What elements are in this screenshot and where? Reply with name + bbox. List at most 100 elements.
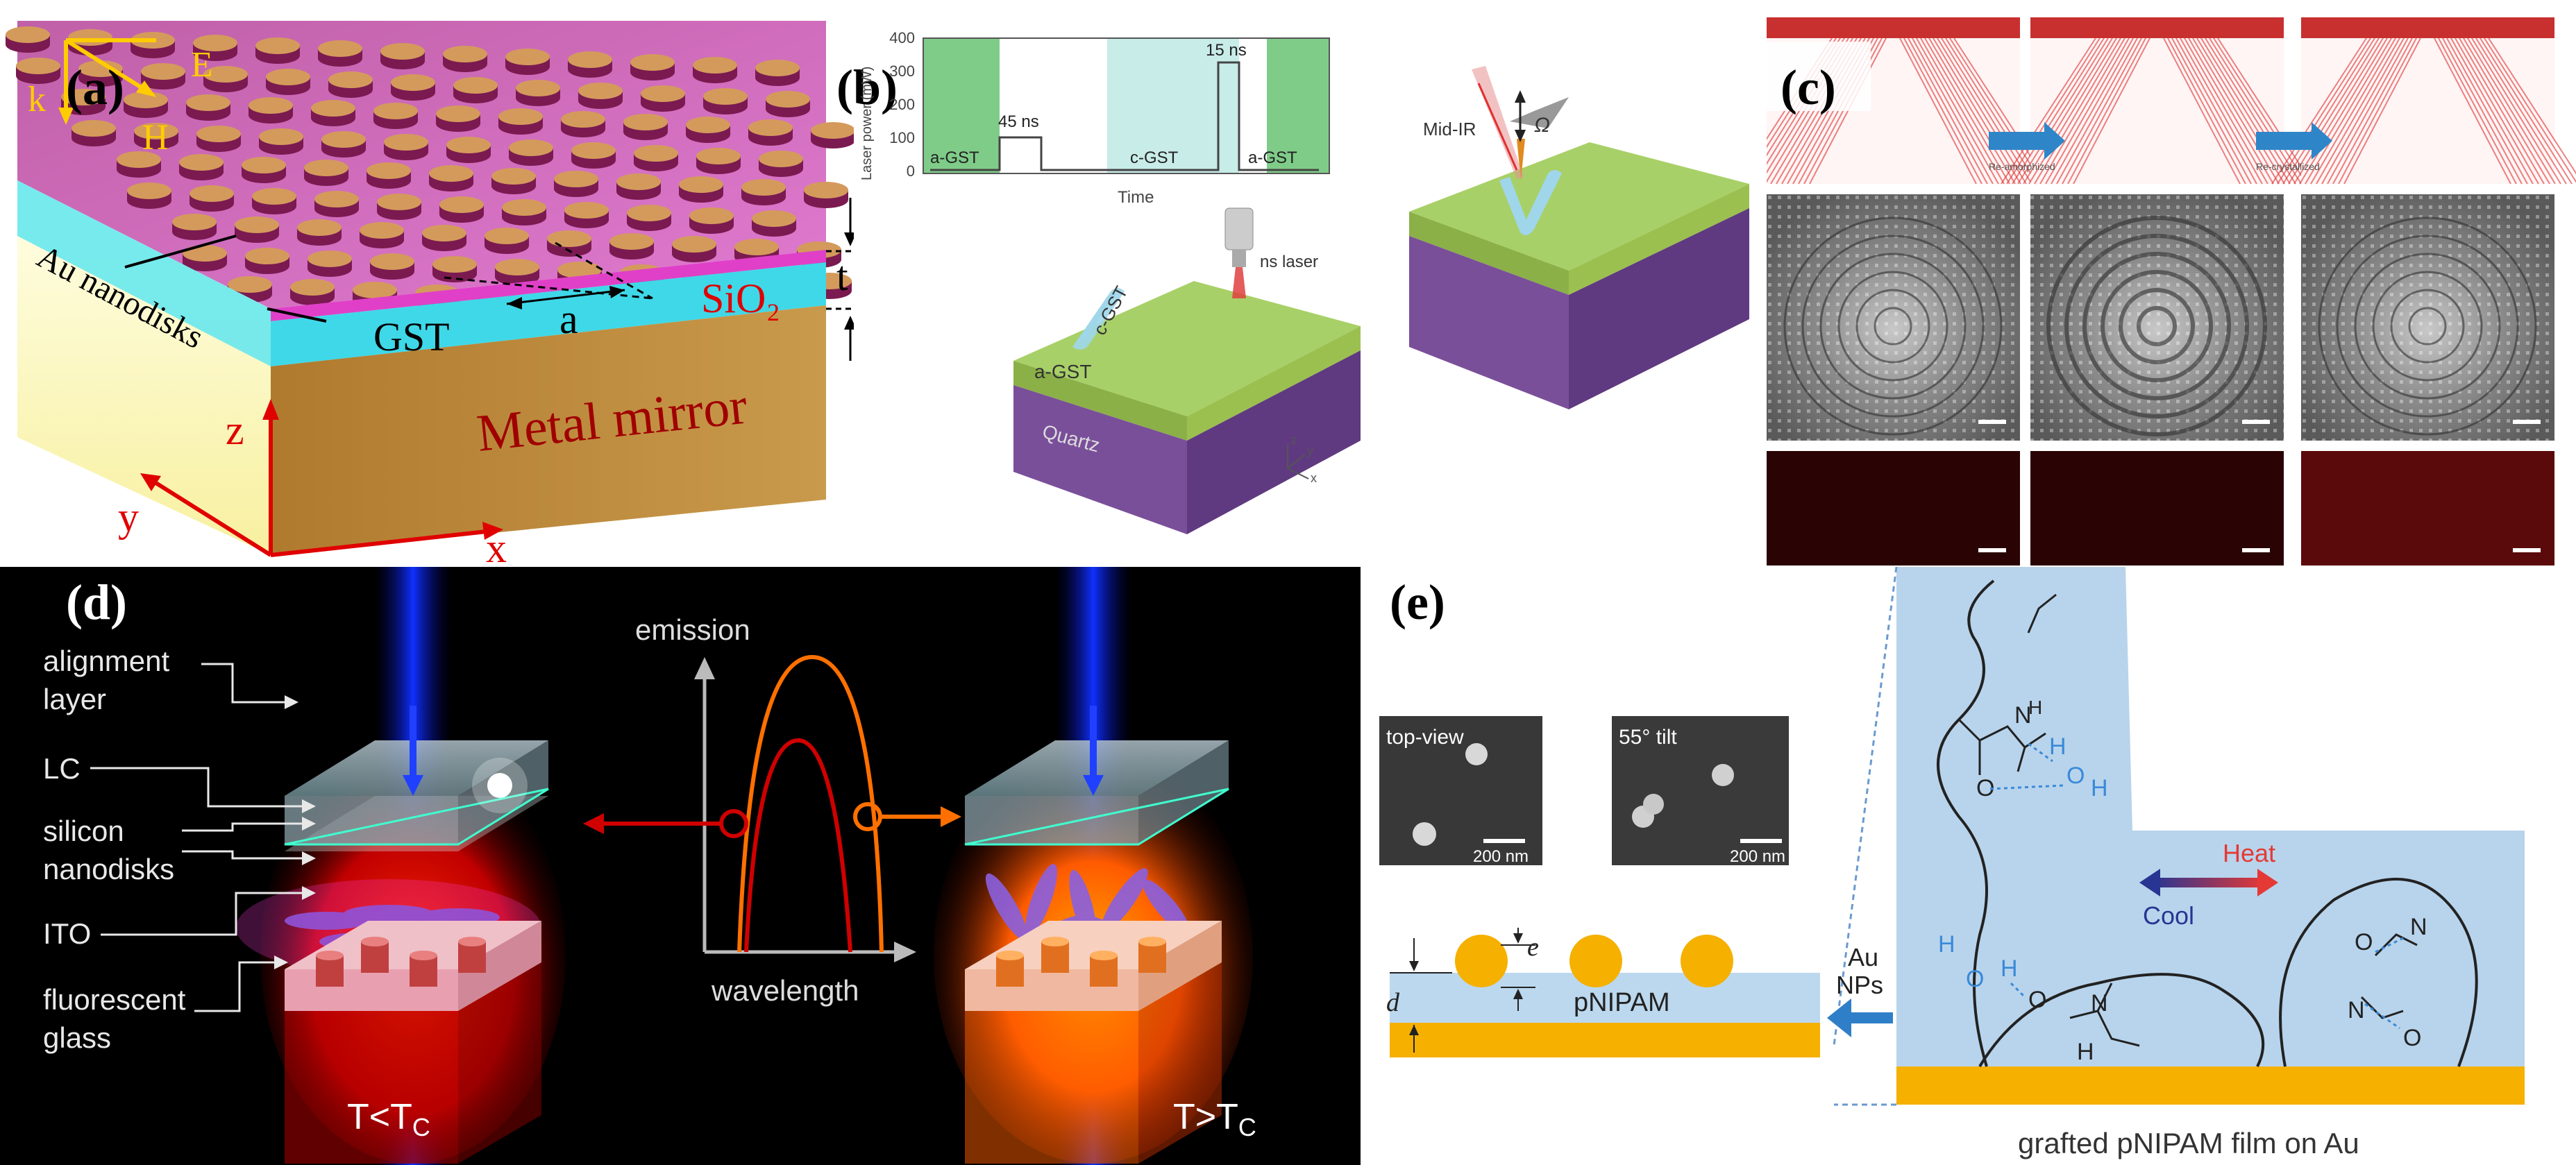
au-nanodisk bbox=[495, 259, 539, 275]
heat-cool-arrow bbox=[2153, 878, 2264, 887]
period-label: a bbox=[559, 296, 578, 342]
x-axis-label: x bbox=[486, 525, 507, 566]
au-nanodisk bbox=[703, 88, 748, 105]
svg-text:H: H bbox=[2001, 955, 2018, 982]
ytick-400: 400 bbox=[889, 29, 915, 46]
au-nanodisk bbox=[502, 199, 546, 216]
alignment-layer-label-1: alignment bbox=[43, 645, 169, 677]
au-nanodisk bbox=[78, 60, 123, 77]
au-nanodisk bbox=[609, 233, 654, 250]
svg-text:H: H bbox=[1938, 931, 1955, 958]
svg-text:emission: emission bbox=[635, 613, 750, 646]
svg-text:N: N bbox=[2014, 702, 2032, 729]
ito-label: ITO bbox=[43, 917, 91, 950]
au-nanodisk bbox=[71, 120, 116, 137]
y-axis-label: y bbox=[118, 494, 139, 540]
simulation-field-maps bbox=[1767, 17, 2576, 185]
au-nanodisk bbox=[266, 69, 310, 85]
au-nanodisk bbox=[734, 239, 779, 255]
substrate-side bbox=[17, 180, 271, 555]
au-nanodisk bbox=[623, 114, 668, 130]
au-nanodisk bbox=[689, 207, 734, 224]
au-nanodisk bbox=[505, 49, 550, 65]
au-nanodisk bbox=[245, 248, 289, 264]
au-nanodisk bbox=[422, 225, 466, 241]
au-nanodisk bbox=[641, 85, 685, 102]
au-nanodisk bbox=[516, 80, 560, 96]
heat-label: Heat bbox=[2223, 839, 2275, 867]
sio2-label: SiO₂ bbox=[701, 275, 780, 321]
emission-curve-orange bbox=[737, 654, 884, 953]
panel-b: (b) 400 300 200 100 0 Laser power (mW) T… bbox=[833, 0, 1763, 566]
au-nanodisk bbox=[679, 176, 723, 193]
svg-text:O: O bbox=[2355, 929, 2373, 955]
fluorescent-glass-label-2: glass bbox=[43, 1021, 111, 1054]
au-nanodisk bbox=[811, 122, 854, 139]
svg-text:H: H bbox=[2049, 733, 2066, 760]
svg-text:Ω: Ω bbox=[1534, 114, 1550, 137]
au-nanodisk bbox=[304, 160, 348, 176]
svg-text:N: N bbox=[2410, 914, 2427, 940]
re-crystallized-arrow bbox=[2256, 122, 2332, 160]
au-nanodisk bbox=[183, 245, 227, 262]
au-nanodisk bbox=[203, 66, 248, 83]
svg-text:O: O bbox=[2403, 1025, 2421, 1051]
z-axis-label: z bbox=[226, 407, 244, 453]
svg-text:ns laser: ns laser bbox=[1260, 253, 1318, 271]
panel-c-label: (c) bbox=[1781, 60, 1836, 115]
au-nanodisk bbox=[297, 219, 342, 236]
au-film-large bbox=[1896, 1066, 2525, 1105]
svg-text:H: H bbox=[2091, 775, 2108, 801]
au-nanodisk bbox=[384, 134, 428, 151]
sio2-layer-left bbox=[17, 180, 271, 366]
au-nanodisk bbox=[127, 182, 171, 199]
au-nanodisk bbox=[61, 89, 106, 105]
svg-text:H: H bbox=[2077, 1039, 2094, 1065]
sem-images bbox=[1767, 194, 2554, 441]
au-nanodisk bbox=[804, 182, 848, 198]
y-axis bbox=[148, 477, 272, 557]
svg-text:H: H bbox=[2028, 697, 2042, 718]
au-nanodisk bbox=[242, 157, 286, 173]
au-nanodisk bbox=[446, 137, 491, 153]
au-nanodisk bbox=[429, 165, 473, 182]
au-nanodisk bbox=[179, 154, 224, 171]
au-nanodisk bbox=[557, 262, 602, 278]
svg-text:pNIPAM: pNIPAM bbox=[1574, 988, 1670, 1017]
emission-curve-red bbox=[744, 738, 852, 953]
au-nanodisk bbox=[308, 250, 352, 267]
au-nanodisk bbox=[172, 214, 217, 230]
au-nanodisk bbox=[290, 279, 335, 296]
au-nanodisk bbox=[616, 173, 661, 190]
quartz-block bbox=[1013, 385, 1187, 534]
au-nanodisk bbox=[249, 97, 293, 114]
au-nanodisk bbox=[748, 119, 793, 136]
silicon-nanodisks-label-2: nanodisks bbox=[43, 853, 174, 885]
svg-text:a-GST: a-GST bbox=[930, 148, 979, 167]
svg-text:O: O bbox=[1966, 966, 1984, 992]
fluorescent-glass-right bbox=[965, 1011, 1138, 1164]
au-nanodisk bbox=[141, 63, 185, 80]
au-nanodisk bbox=[436, 105, 480, 122]
au-nanodisk bbox=[432, 256, 477, 273]
k-label: k bbox=[28, 80, 46, 119]
svg-text:NPs: NPs bbox=[1836, 971, 1883, 999]
au-nanodisk bbox=[124, 92, 168, 108]
svg-text:200 nm: 200 nm bbox=[1730, 847, 1785, 866]
ytick-300: 300 bbox=[889, 62, 915, 80]
au-nanodisk bbox=[186, 94, 230, 111]
au-nanodisk bbox=[391, 74, 435, 91]
au-nanodisk bbox=[571, 142, 616, 159]
svg-text:45 ns: 45 ns bbox=[998, 112, 1039, 131]
thickness-label: t bbox=[836, 253, 848, 299]
panel-a-label: (a) bbox=[66, 60, 124, 115]
au-nanodisk bbox=[196, 126, 241, 142]
au-nanodisk bbox=[485, 228, 529, 244]
au-nanodisk bbox=[367, 162, 411, 179]
svg-text:y: y bbox=[1307, 443, 1313, 457]
ytick-0: 0 bbox=[907, 162, 915, 180]
au-nanodisk bbox=[627, 205, 671, 221]
au-nanodisk bbox=[630, 54, 675, 71]
svg-text:Au: Au bbox=[1848, 943, 1878, 971]
